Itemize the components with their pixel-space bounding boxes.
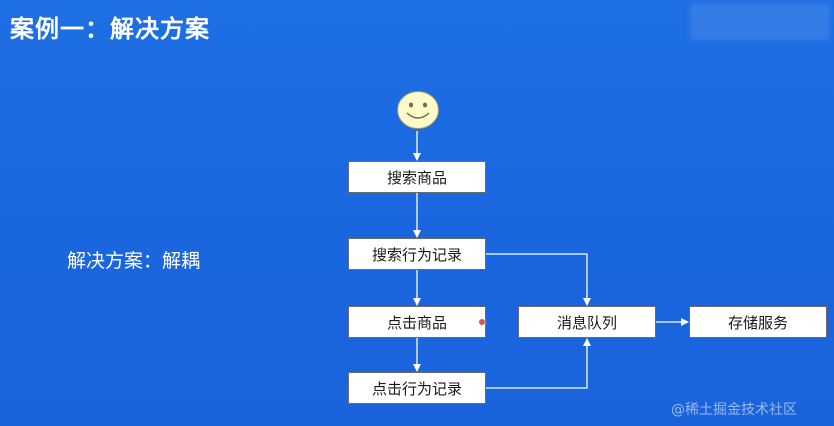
slide-subtitle: 解决方案：解耦	[67, 250, 201, 272]
screen-glare	[690, 4, 830, 40]
arrow-search-log-to-mq	[486, 253, 591, 306]
slide-title: 案例一：解决方案	[10, 15, 210, 43]
arrow-click-log-to-mq	[486, 338, 591, 389]
node-click-behavior-log: 点击行为记录	[348, 372, 486, 404]
node-search-products: 搜索商品	[348, 161, 486, 193]
node-click-products: 点击商品	[348, 306, 486, 338]
node-storage-service: 存储服务	[689, 306, 827, 338]
pointer-cursor-icon	[479, 319, 485, 325]
smiley-face-icon	[397, 91, 439, 129]
watermark: @稀土掘金技术社区	[671, 402, 797, 418]
node-message-queue: 消息队列	[518, 306, 656, 338]
node-search-behavior-log: 搜索行为记录	[348, 238, 486, 270]
